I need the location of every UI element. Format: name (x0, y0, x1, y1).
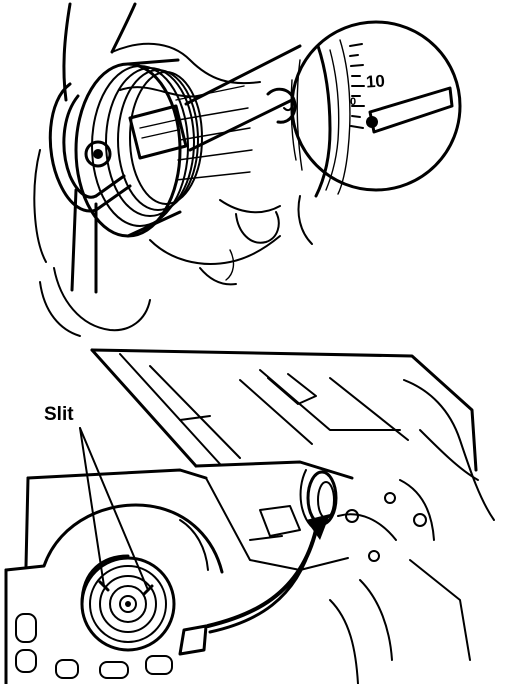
slit-leader-right (79, 427, 149, 591)
magnifier-line-lower (188, 98, 294, 152)
timing-mark-detail (266, 20, 462, 198)
crank-pulley-bottom (80, 554, 176, 652)
top-illustration (33, 2, 462, 337)
timing-pointer-top (128, 104, 188, 160)
rotation-arrow (206, 514, 330, 634)
block-holes (15, 492, 427, 679)
engine-block (4, 468, 471, 684)
cylinder-head (90, 348, 495, 521)
bottom-illustration (4, 348, 495, 684)
magnifier-line-upper (184, 44, 302, 106)
engine-outline-top (33, 2, 313, 286)
slit-leader-left (79, 427, 105, 587)
crankshaft-pulley-top (74, 58, 253, 238)
slit-label: Slit (44, 404, 74, 425)
timing-mark-0-label: 0 (350, 96, 357, 108)
pulley-holding-wrench (39, 82, 151, 337)
timing-mark-10-label: 10 (365, 71, 386, 92)
